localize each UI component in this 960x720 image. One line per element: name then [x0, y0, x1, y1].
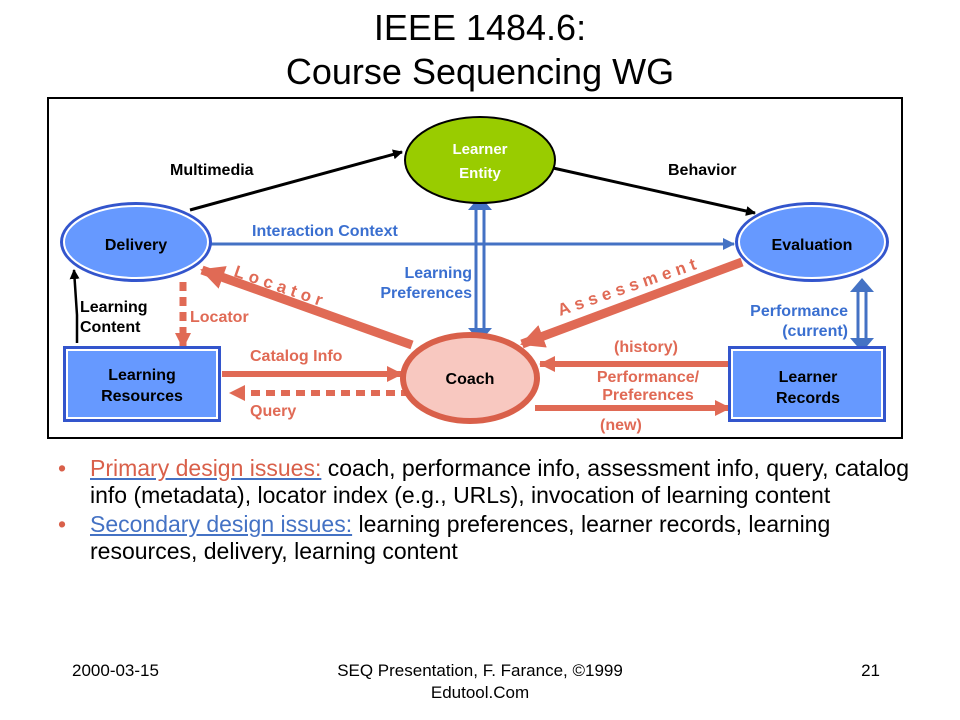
history-label: (history)	[614, 339, 678, 356]
interaction-context-label: Interaction Context	[252, 223, 398, 240]
secondary-issues-text: learning preferences, learner records, l…	[90, 511, 831, 564]
locator-label: Locator	[190, 309, 249, 326]
learning-preferences-label-line2: Preferences	[380, 285, 472, 302]
performance-current-arrowhead-down	[850, 338, 874, 352]
learning-resources-label-line2: Resources	[101, 388, 183, 405]
catalog-info-label: Catalog Info	[250, 348, 343, 365]
slide-title-line1: IEEE 1484.6:	[373, 7, 587, 48]
performance-current-label-line1: Performance	[750, 303, 848, 320]
query-label: Query	[250, 403, 296, 420]
learning-resources-label-line1: Learning	[108, 367, 176, 384]
multimedia-label: Multimedia	[170, 162, 254, 179]
learning-resources-node	[66, 349, 218, 419]
learner-entity-node	[404, 116, 556, 204]
learning-content-label-line2: Content	[80, 319, 141, 336]
learning-preferences-label-line1: Learning	[404, 265, 472, 282]
behavior-label: Behavior	[668, 162, 736, 179]
learning-content-arrow	[69, 269, 80, 343]
new-label: (new)	[600, 417, 642, 434]
learning-content-label-line1: Learning	[80, 299, 148, 316]
learner-records-label-line2: Records	[776, 390, 840, 407]
footer-date: 2000-03-15	[72, 661, 159, 680]
coach-label: Coach	[446, 371, 495, 388]
performance-preferences-label-line1: Performance/	[597, 369, 700, 386]
evaluation-node	[738, 205, 886, 279]
bullet-list: • Primary design issues: coach, performa…	[58, 455, 918, 567]
bullet-dot-icon: •	[58, 511, 67, 537]
learner-entity-label-line2: Entity	[459, 165, 501, 182]
delivery-label: Delivery	[105, 237, 167, 254]
secondary-issues-lead: Secondary design issues:	[90, 511, 353, 537]
coach-node	[400, 332, 540, 424]
footer-credit: SEQ Presentation, F. Farance, ©1999 Edut…	[300, 660, 660, 704]
primary-issues-lead: Primary design issues:	[90, 455, 322, 481]
footer-credit-line1: SEQ Presentation, F. Farance, ©1999	[337, 661, 623, 680]
learner-entity-label-line1: Learner	[452, 141, 507, 158]
learner-records-label-line1: Learner	[779, 369, 838, 386]
performance-current-arrowhead-up	[850, 278, 874, 292]
performance-current-label-line2: (current)	[782, 323, 848, 340]
bullet-secondary: • Secondary design issues: learning pref…	[58, 511, 918, 565]
footer-credit-line2: Edutool.Com	[430, 683, 530, 702]
bullet-dot-icon: •	[58, 455, 67, 481]
performance-preferences-label-line2: Preferences	[602, 387, 694, 404]
learner-records-node	[731, 349, 883, 419]
evaluation-label: Evaluation	[772, 237, 853, 254]
slide-title-line2: Course Sequencing WG	[285, 51, 675, 92]
behavior-arrow	[552, 166, 756, 216]
primary-issues-text: coach, performance info, assessment info…	[90, 455, 910, 508]
assessment-arc-arrow	[520, 257, 744, 349]
delivery-node	[63, 205, 209, 279]
footer-page-number: 21	[861, 661, 880, 680]
multimedia-arrow	[189, 149, 403, 212]
bullet-primary: • Primary design issues: coach, performa…	[58, 455, 918, 509]
locator-arc-arrow	[200, 265, 414, 350]
